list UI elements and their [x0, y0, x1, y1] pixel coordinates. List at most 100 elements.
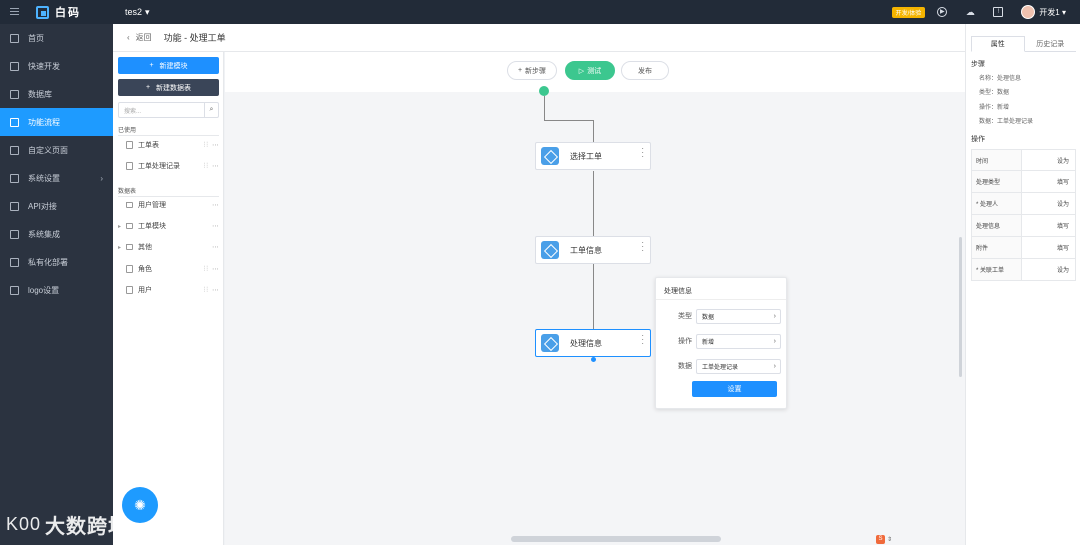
sidebar-item-workflow[interactable]: 功能流程	[0, 108, 113, 136]
username[interactable]: 开发1 ▾	[1039, 7, 1066, 17]
publish-label: 发布	[638, 67, 652, 75]
more-icon[interactable]: ⫶⫶ ⋯	[203, 141, 220, 149]
new-table-label: 新建数据表	[156, 84, 192, 92]
more-icon[interactable]: ⫶⫶ ⋯	[203, 265, 220, 273]
back-button[interactable]: ‹ 返回	[127, 32, 152, 43]
env-badge[interactable]: 开发/体验	[891, 6, 926, 18]
file-icon	[126, 286, 133, 294]
step-prop: 名称：处理信息	[979, 76, 1022, 82]
new-module-button[interactable]: +新建模块	[118, 57, 219, 74]
list-item[interactable]: ▸ 工单模块 ⋯	[113, 218, 224, 234]
more-vertical-icon[interactable]: ···	[641, 331, 644, 348]
chevron-down-icon: ▾	[145, 6, 150, 17]
node-handle[interactable]	[591, 357, 596, 362]
table-row[interactable]: 附件填写	[971, 237, 1076, 259]
start-node[interactable]	[539, 86, 549, 96]
sidebar-item-settings[interactable]: 系统设置›	[0, 164, 113, 192]
table-row[interactable]: 处理类型填写	[971, 171, 1076, 193]
publish-button[interactable]: 发布	[621, 61, 669, 80]
connector	[544, 96, 545, 120]
op-action[interactable]: 设为	[1056, 158, 1069, 165]
list-item[interactable]: 工单表 ⫶⫶ ⋯	[113, 137, 224, 153]
app-icon: S	[876, 534, 885, 544]
sidebar-item-home[interactable]: 首页	[0, 24, 113, 52]
step-prop: 操作：新增	[979, 105, 1010, 111]
list-item[interactable]: 用户 ⫶⫶ ⋯	[113, 282, 224, 298]
cube-icon	[10, 61, 19, 71]
search-input[interactable]: 搜索... ⌕	[118, 102, 219, 118]
table-row[interactable]: * 处理人 设为	[971, 193, 1076, 215]
list-item-label: 角色	[138, 266, 152, 273]
op-action[interactable]: 设为	[1056, 202, 1069, 208]
search-icon[interactable]: ⌕	[204, 103, 218, 117]
more-icon[interactable]: ⫶⫶ ⋯	[203, 286, 220, 294]
menu-icon[interactable]	[10, 7, 24, 17]
caret-right-icon[interactable]: ▸	[118, 223, 122, 230]
list-item[interactable]: 用户管理 ⋯	[113, 197, 224, 213]
flow-node[interactable]: 工单信息 ···	[535, 236, 651, 264]
type-select[interactable]: 数据›	[696, 308, 781, 324]
type-select-value: 数据	[702, 314, 715, 321]
sidebar-item-private-deploy[interactable]: 私有化部署	[0, 248, 113, 276]
sidebar-item-api[interactable]: API对接	[0, 192, 113, 220]
sidebar-item-quick-dev[interactable]: 快速开发	[0, 52, 113, 80]
zoom-control[interactable]: S⇕	[876, 533, 898, 545]
flow-node-selected[interactable]: 处理信息 ···	[535, 329, 651, 357]
play-icon[interactable]: ▶	[937, 7, 948, 17]
vertical-scrollbar[interactable]	[959, 237, 962, 377]
watermark: K00 大数跨境	[6, 510, 129, 539]
settings-button[interactable]: 设置	[692, 381, 777, 397]
list-item[interactable]: 角色 ⫶⫶ ⋯	[113, 261, 224, 277]
test-button[interactable]: ▷测试	[565, 61, 615, 80]
op-action[interactable]: 填写	[1056, 224, 1069, 230]
popup-row-label: 数据	[678, 363, 692, 370]
op-action[interactable]: 填写	[1056, 180, 1069, 186]
play-icon: ▷	[578, 67, 585, 75]
more-icon[interactable]: ⋯	[212, 223, 220, 230]
more-icon[interactable]: ⫶⫶ ⋯	[203, 162, 220, 170]
popup-title: 处理信息	[664, 288, 692, 295]
sidebar-item-custom-page[interactable]: 自定义页面	[0, 136, 113, 164]
sidebar-item-label: 首页	[28, 33, 44, 43]
data-select[interactable]: 工单处理记录›	[696, 358, 781, 374]
chevron-right-icon: ›	[773, 362, 776, 370]
horizontal-scrollbar[interactable]	[511, 536, 721, 542]
info-icon[interactable]: !	[993, 7, 1004, 17]
avatar[interactable]	[1021, 5, 1036, 19]
new-step-button[interactable]: +新步骤	[507, 61, 557, 80]
cloud-icon[interactable]: ☁	[965, 7, 975, 17]
tab-properties[interactable]: 属性	[971, 36, 1025, 52]
op-action[interactable]: 设为	[1056, 268, 1069, 274]
list-item[interactable]: 工单处理记录 ⫶⫶ ⋯	[113, 158, 224, 174]
more-icon[interactable]: ⋯	[212, 244, 220, 251]
sidebar-item-label: 功能流程	[28, 117, 60, 127]
operation-select[interactable]: 新增›	[696, 333, 781, 349]
list-item-label: 用户	[138, 287, 152, 294]
flow-node[interactable]: 选择工单 ···	[535, 142, 651, 170]
list-item[interactable]: ▸ 其他 ⋯	[113, 239, 224, 255]
flow-canvas[interactable]: +新步骤 ▷测试 发布 选择工单 ··· 工单信息 ··· 处理信息 ··· S…	[225, 52, 965, 545]
breadcrumb: 功能 - 处理工单	[163, 33, 226, 43]
more-vertical-icon[interactable]: ···	[641, 144, 644, 161]
new-module-label: 新建模块	[159, 62, 188, 70]
op-field: * 处理人	[972, 193, 1022, 214]
caret-right-icon[interactable]: ▸	[118, 244, 122, 251]
more-icon[interactable]: ⋯	[212, 202, 220, 209]
table-row[interactable]: * 关联工单设为	[971, 259, 1076, 281]
sidebar-item-label: 自定义页面	[28, 145, 68, 155]
op-field: 处理信息	[972, 215, 1022, 236]
sidebar-item-database[interactable]: 数据库	[0, 80, 113, 108]
flow-node-label: 选择工单	[570, 151, 602, 161]
folder-icon	[126, 244, 133, 250]
table-row[interactable]: 处理信息 填写	[971, 215, 1076, 237]
op-action[interactable]: 填写	[1056, 246, 1069, 252]
project-selector[interactable]: tes2 ▾	[125, 7, 150, 18]
sidebar-item-logo[interactable]: logo设置	[0, 276, 113, 304]
tab-history[interactable]: 历史记录	[1036, 40, 1065, 48]
table-row[interactable]: 时间设为	[971, 149, 1076, 171]
more-vertical-icon[interactable]: ···	[641, 238, 644, 255]
list-item-label: 用户管理	[138, 202, 166, 209]
lightbulb-icon[interactable]: ✺	[122, 487, 158, 523]
new-table-button[interactable]: +新建数据表	[118, 79, 219, 96]
sidebar-item-integration[interactable]: 系统集成	[0, 220, 113, 248]
